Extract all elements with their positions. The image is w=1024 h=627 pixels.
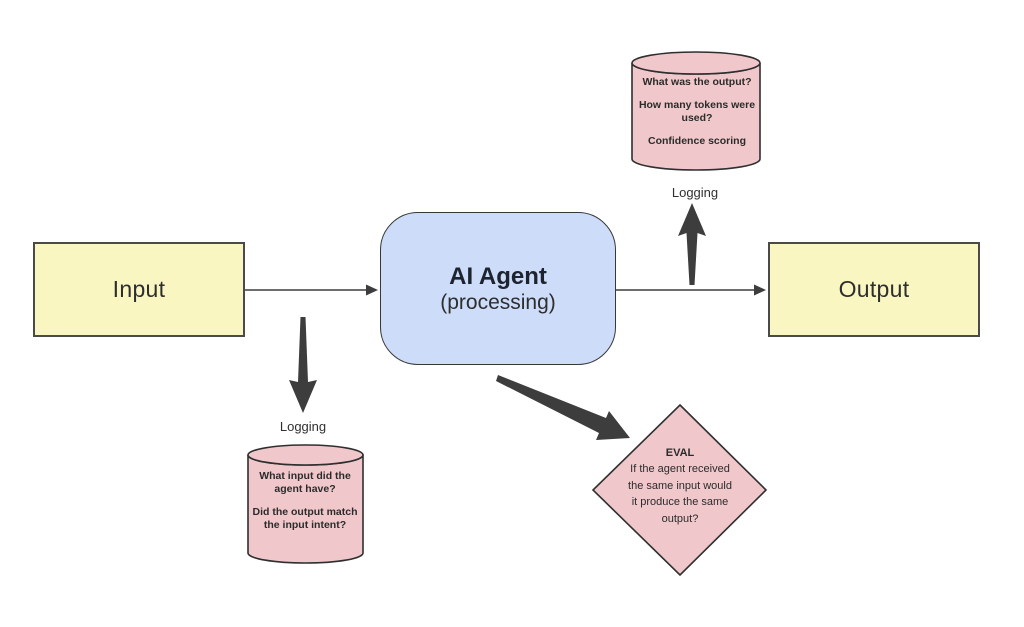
arrow-up-to-output-logging-icon [678,203,706,285]
output-log-line: What was the output? [642,76,752,88]
output-logging-label: Logging [671,185,719,200]
eval-diamond-text: EVAL If the agent received the same inpu… [624,447,736,527]
input-log-line: What input did the agent have? [259,470,351,496]
arrow-agent-to-eval-icon [496,375,630,440]
eval-diamond-shape [591,403,768,577]
ai-agent-title: AI Agent [449,262,547,290]
node-ai-agent: AI Agent (processing) [380,212,616,365]
input-label: Input [112,276,166,302]
node-input: Input [33,242,245,337]
arrowhead-agent-to-output-icon [754,284,766,296]
arrow-down-to-input-logging-icon [289,317,317,413]
output-logging-database-text: What was the output? How many tokens wer… [638,76,756,149]
node-output: Output [768,242,980,337]
eval-title: EVAL [665,447,695,459]
output-logging-database-shape [631,51,761,171]
arrowhead-input-to-agent-icon [366,284,378,296]
input-logging-label: Logging [279,419,327,434]
input-logging-database-text: What input did the agent have? Did the o… [249,470,361,533]
ai-agent-subtitle: (processing) [440,290,556,314]
output-log-line: Confidence scoring [647,135,746,148]
output-label: Output [838,276,910,302]
output-log-line: How many tokens were used? [638,99,756,125]
eval-question: If the agent received the same input wou… [628,463,732,525]
input-log-line: Did the output match the input intent? [252,506,358,532]
input-logging-database-shape [247,444,364,564]
